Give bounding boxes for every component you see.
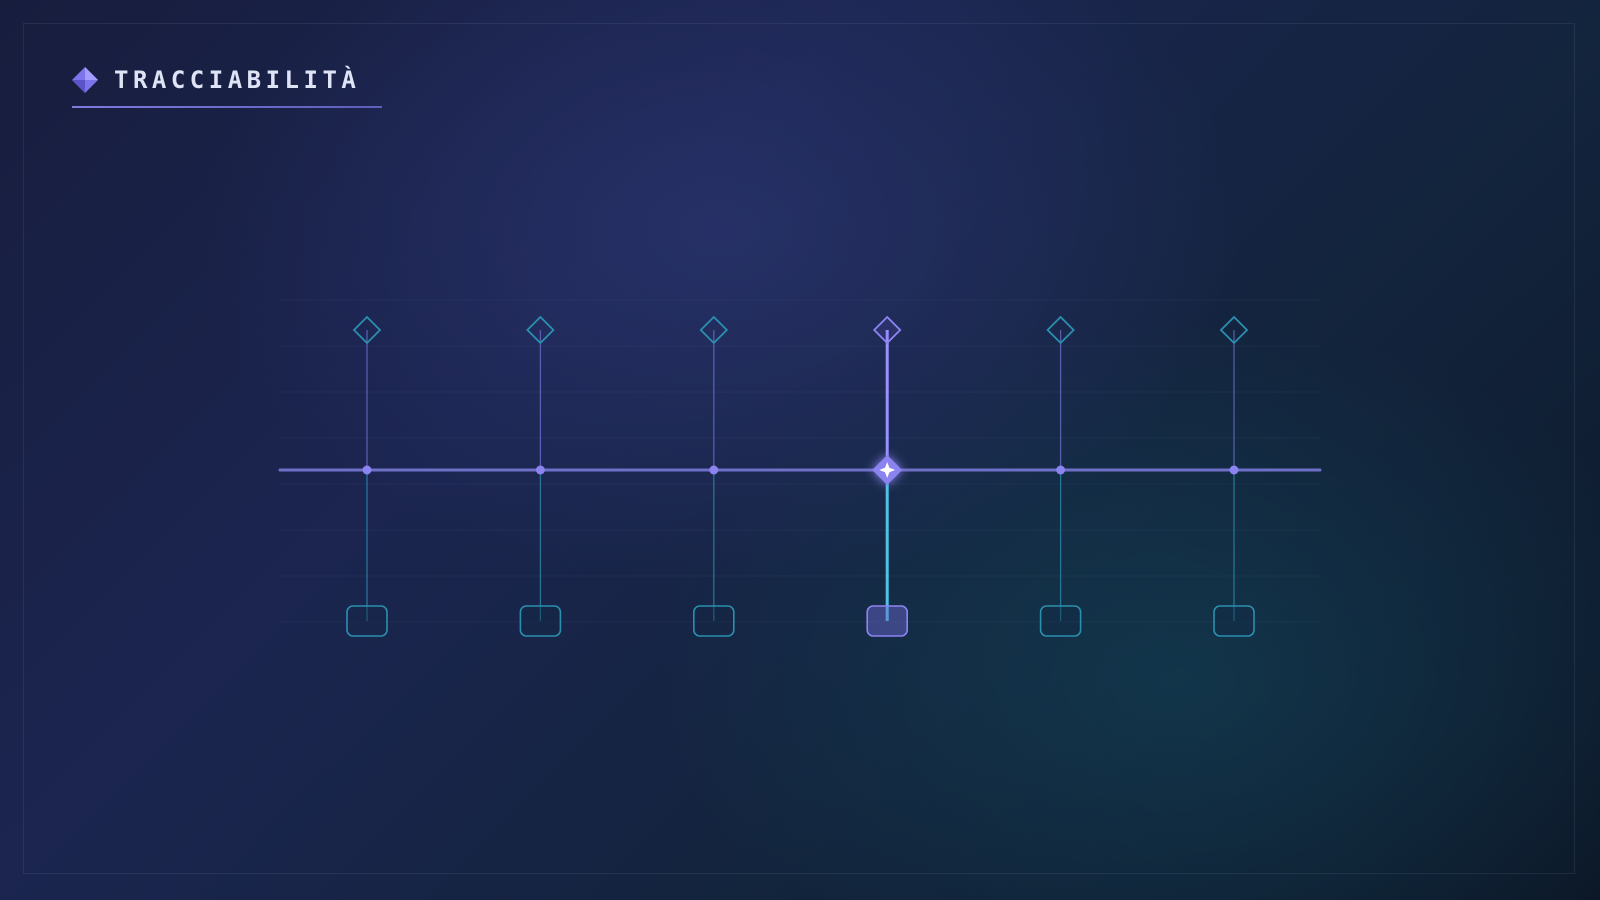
label-box: [692, 605, 735, 637]
timeline-node: [1039, 315, 1082, 637]
diamond-marker: [526, 315, 555, 345]
diamond-marker: [1219, 315, 1249, 345]
page-title: TRACCIABILITÀ: [114, 66, 361, 94]
axis-dot: [535, 465, 545, 475]
sparkle-icon: [879, 462, 896, 478]
timeline-node: [1213, 315, 1255, 637]
diamond-marker: [352, 315, 382, 345]
diamond-marker: [1046, 315, 1075, 345]
axis-dot: [1229, 465, 1239, 475]
slide-frame: [23, 23, 1575, 874]
timeline-nodes: [346, 315, 1255, 637]
axis-dot: [1056, 465, 1066, 475]
diamond-marker: [699, 315, 729, 345]
label-box: [1039, 605, 1082, 637]
label-box: [866, 605, 909, 637]
title-underline: [72, 106, 382, 108]
timeline-node: [519, 315, 562, 637]
timeline-node: [346, 315, 388, 637]
axis-dot: [709, 465, 719, 475]
diamond-icon: [72, 67, 98, 93]
diamond-marker: [872, 315, 902, 345]
label-box: [519, 605, 562, 637]
axis-dot: [362, 465, 372, 475]
label-box: [1213, 605, 1255, 637]
label-box: [346, 605, 388, 637]
background-grid: [280, 299, 1320, 623]
title-block: TRACCIABILITÀ: [72, 62, 382, 110]
timeline-node: [866, 315, 909, 637]
timeline-node: [692, 315, 735, 637]
